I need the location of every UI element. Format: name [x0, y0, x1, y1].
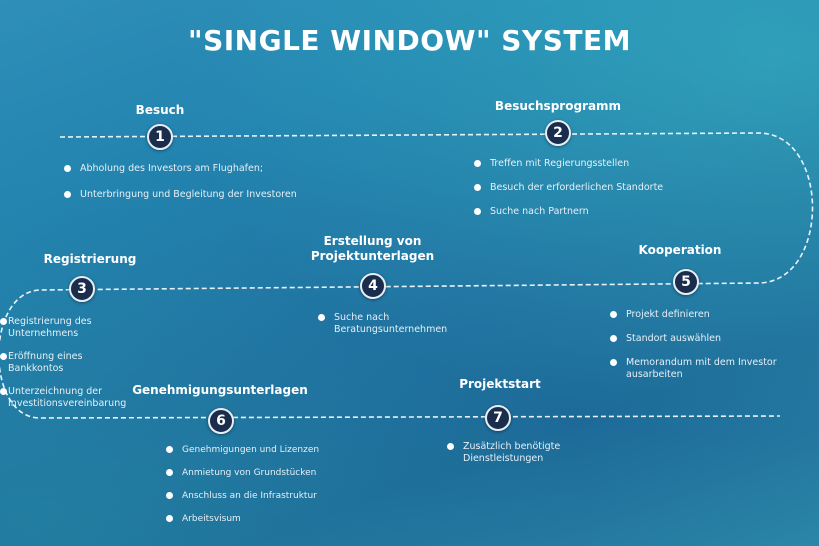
step-3-list: Registrierung des Unternehmens Eröffnung…	[0, 316, 130, 410]
step-6-marker: 6	[208, 408, 234, 434]
list-item: Besuch der erforderlichen Standorte	[474, 182, 694, 194]
list-item: Abholung des Investors am Flughafen;	[64, 163, 324, 175]
list-item: Registrierung des Unternehmens	[0, 316, 130, 340]
step-1-list: Abholung des Investors am Flughafen; Unt…	[64, 163, 324, 201]
list-item: Unterzeichnung der Investitionsvereinbar…	[0, 386, 130, 410]
step-4-marker: 4	[360, 273, 386, 299]
list-item: Unterbringung und Begleitung der Investo…	[64, 189, 324, 201]
list-item: Zusätzlich benötigte Dienstleistungen	[447, 441, 577, 465]
step-5-marker: 5	[673, 269, 699, 295]
list-item: Arbeitsvisum	[166, 513, 366, 525]
step-5-title: Kooperation	[638, 243, 722, 257]
step-7-marker: 7	[485, 405, 511, 431]
list-item: Projekt definieren	[610, 309, 810, 321]
step-3-marker: 3	[69, 276, 95, 302]
list-item: Anschluss an die Infrastruktur	[166, 490, 366, 502]
list-item: Genehmigungen und Lizenzen	[166, 444, 366, 456]
step-6-title: Genehmigungsunterlagen	[132, 383, 308, 397]
step-4-title: Erstellung von Projektunterlagen	[310, 234, 435, 263]
step-2-title: Besuchsprogramm	[494, 99, 622, 113]
step-4-list: Suche nach Beratungsunternehmen	[318, 312, 468, 336]
step-7-title: Projektstart	[459, 377, 541, 391]
list-item: Standort auswählen	[610, 333, 810, 345]
list-item: Suche nach Partnern	[474, 206, 694, 218]
list-item: Memorandum mit dem Investor ausarbeiten	[610, 357, 810, 381]
step-2-list: Treffen mit Regierungsstellen Besuch der…	[474, 158, 694, 218]
list-item: Anmietung von Grundstücken	[166, 467, 366, 479]
step-1-title: Besuch	[135, 103, 185, 117]
step-5-list: Projekt definieren Standort auswählen Me…	[610, 309, 810, 381]
page-title: "SINGLE WINDOW" SYSTEM	[187, 24, 631, 57]
list-item: Eröffnung eines Bankkontos	[0, 351, 130, 375]
step-6-list: Genehmigungen und Lizenzen Anmietung von…	[166, 444, 366, 525]
step-1-marker: 1	[147, 124, 173, 150]
list-item: Suche nach Beratungsunternehmen	[318, 312, 468, 336]
step-3-title: Registrierung	[43, 252, 137, 266]
step-2-marker: 2	[545, 120, 571, 146]
step-7-list: Zusätzlich benötigte Dienstleistungen	[447, 441, 577, 465]
list-item: Treffen mit Regierungsstellen	[474, 158, 694, 170]
